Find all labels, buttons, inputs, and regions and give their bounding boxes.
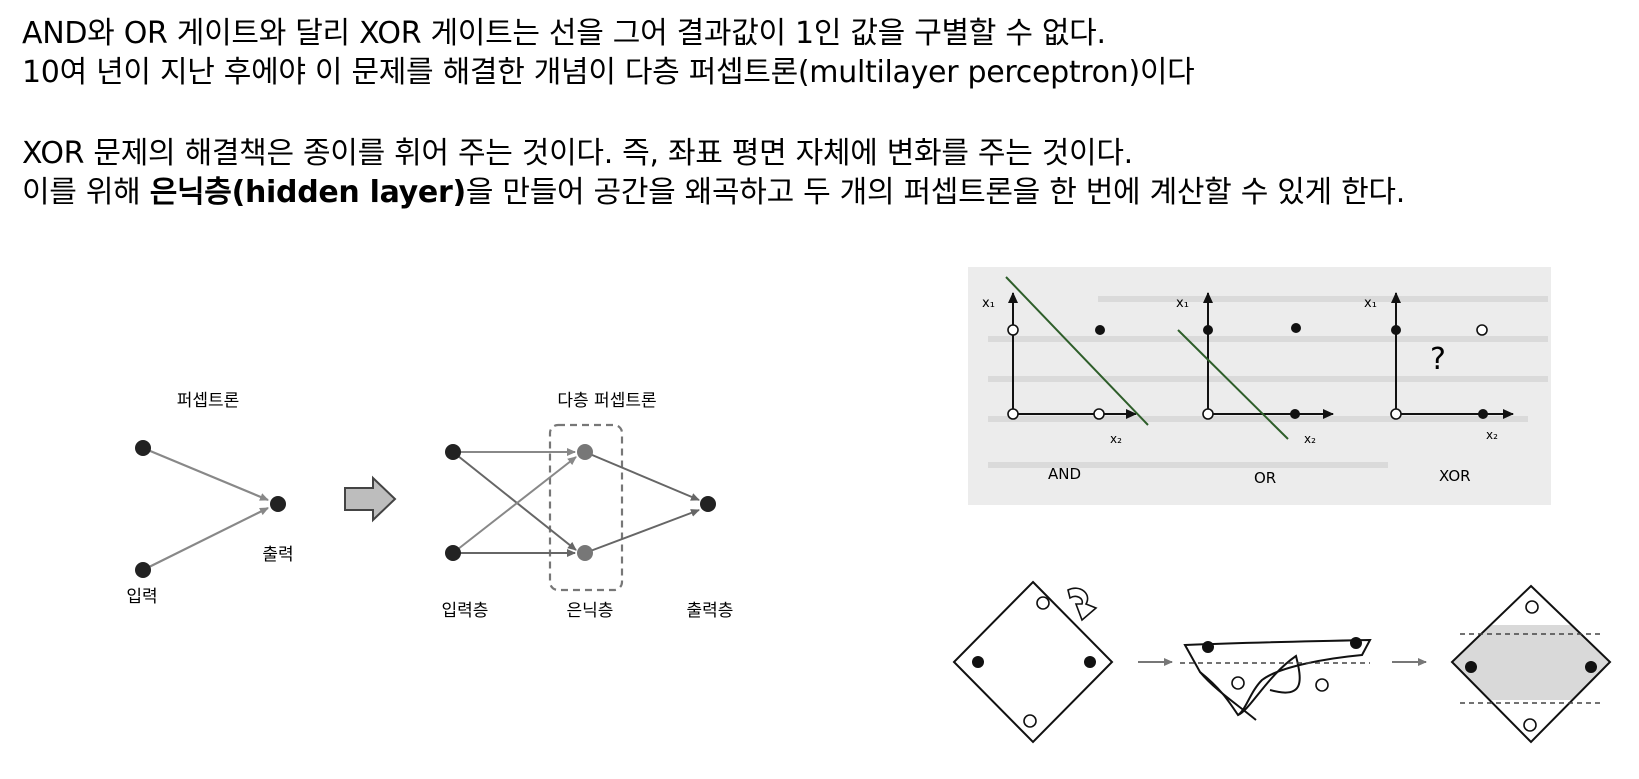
output-layer-node [700,496,716,512]
xor-plot: ? x₁ x₂ XOR [1364,292,1514,485]
edge [452,451,577,551]
faded-text [988,296,1548,468]
curl-arrow-icon [1067,587,1098,622]
and-label: AND [1048,465,1081,483]
flat-plane [952,580,1114,744]
right-arrow-icon [344,475,397,523]
input-layer-label: 입력층 [442,601,489,621]
and-plot: x₁ x₂ AND [982,276,1149,483]
text-line-2: 10여 년이 지난 후에야 이 문제를 해결한 개념이 다층 퍼셉트론(mult… [22,55,1195,90]
output-label: 출력 [262,545,293,565]
hidden-layer-node [577,545,593,561]
curved-plane [1180,637,1372,721]
or-label: OR [1254,469,1276,487]
x2-axis-label: x₂ [1110,432,1122,446]
separated-plane [1450,584,1612,744]
text-line-4: 이를 위해 은닉층(hidden layer)을 만들어 공간을 왜곡하고 두 … [22,175,1405,211]
hidden-layer-box [548,423,624,592]
hidden-layer-node [577,444,593,460]
input-layer-node [445,545,461,561]
or-plot: x₁ x₂ OR [1176,292,1334,487]
gate-plots: x₁ x₂ AND x₁ x₂ OR ? x₁ x₂ XOR [968,267,1551,505]
input-label: 입력 [126,587,157,607]
edge [584,509,700,554]
perceptron-diagram: 퍼셉트론 입력 출력 다층 퍼셉트론 입력층 은닉층 출력층 [126,391,734,621]
x2-axis-label: x₂ [1304,432,1316,446]
input-node [135,562,151,578]
hidden-layer-term: 은닉층(hidden layer) [149,175,466,210]
shaded-region [1452,625,1610,700]
perceptron-title: 퍼셉트론 [177,391,240,411]
x2-axis-label: x₂ [1486,428,1498,442]
separator-line [1177,329,1289,440]
x1-axis-label: x₁ [1176,296,1189,311]
input-node [135,440,151,456]
text-line-3: XOR 문제의 해결책은 종이를 휘어 주는 것이다. 즉, 좌표 평면 자체에… [22,136,1133,171]
text-line-1: AND와 OR 게이트와 달리 XOR 게이트는 선을 그어 결과값이 1인 값… [22,16,1106,51]
question-mark: ? [1430,342,1446,377]
text-line-4-pre: 이를 위해 [22,175,150,210]
x1-axis-label: x₁ [1364,296,1377,311]
edge [584,451,700,501]
x1-axis-label: x₁ [982,296,995,311]
output-layer-label: 출력층 [687,601,734,621]
paper-folding-diagram [952,580,1612,744]
edge-input2-output [142,507,269,571]
input-layer-node [445,444,461,460]
separator-line [1005,276,1149,426]
edge-input1-output [142,446,269,502]
multilayer-title: 다층 퍼셉트론 [557,391,656,411]
xor-label: XOR [1439,467,1471,485]
hidden-layer-label: 은닉층 [567,601,614,621]
edge [452,456,577,554]
output-node [270,496,286,512]
text-line-4-post: 을 만들어 공간을 왜곡하고 두 개의 퍼셉트론을 한 번에 계산할 수 있게 … [465,175,1405,210]
